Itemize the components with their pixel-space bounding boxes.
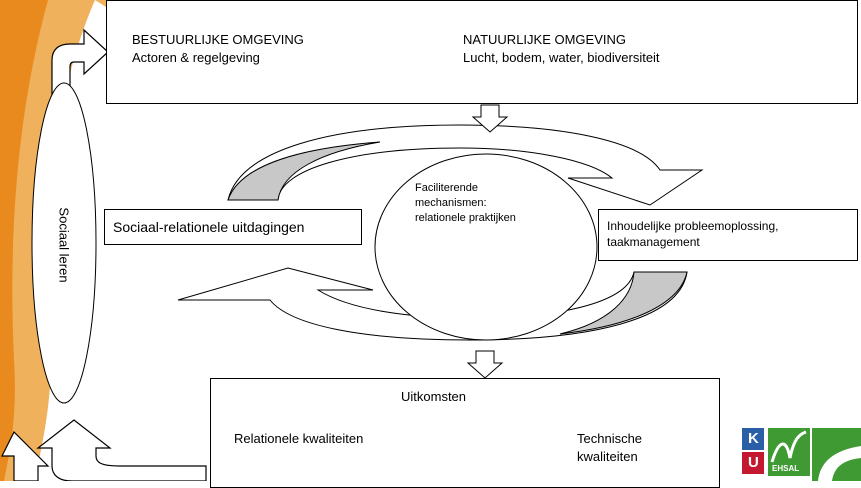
center-line-2: mechanismen: <box>415 197 487 209</box>
technical-qualities-line-2: kwaliteiten <box>577 449 638 464</box>
ehsal-logo-icon: EHSAL <box>768 428 810 476</box>
green-swoosh-logo-icon <box>812 428 861 481</box>
nature-heading: NATUURLIJKE OMGEVING <box>463 32 627 47</box>
nature-sub: Lucht, bodem, water, biodiversiteit <box>463 50 660 65</box>
center-line-3: relationele praktijken <box>415 212 516 224</box>
curved-arrow-up-left-icon <box>1 419 207 481</box>
content-line-1: Inhoudelijke probleemoplossing, <box>607 219 779 233</box>
outcomes-box: Uitkomsten Relationele kwaliteiten Techn… <box>210 378 720 488</box>
social-relational-box: Sociaal-relationele uitdagingen <box>104 209 362 245</box>
social-learning-ellipse <box>31 82 97 404</box>
technical-qualities-line-1: Technische <box>577 431 643 446</box>
curved-arrow-up-right-icon <box>51 28 109 97</box>
center-ellipse <box>374 153 598 341</box>
ku-logo-icon: K U <box>742 428 764 476</box>
content-problem-box: Inhoudelijke probleemoplossing, taakmana… <box>598 209 858 261</box>
down-arrow-top-icon <box>471 104 509 133</box>
center-line-1: Faciliterende <box>415 182 478 194</box>
outcomes-title: Uitkomsten <box>401 389 467 404</box>
governance-sub: Actoren & regelgeving <box>132 50 260 65</box>
governance-heading: BESTUURLIJKE OMGEVING <box>132 32 304 47</box>
content-line-2: taakmanagement <box>607 235 700 249</box>
environment-box: BESTUURLIJKE OMGEVING Actoren & regelgev… <box>106 0 858 104</box>
social-relational-label: Sociaal-relationele uitdagingen <box>113 219 305 235</box>
relational-qualities: Relationele kwaliteiten <box>234 431 364 446</box>
side-label: Sociaal leren <box>56 207 72 283</box>
down-arrow-bottom-icon <box>466 350 504 379</box>
